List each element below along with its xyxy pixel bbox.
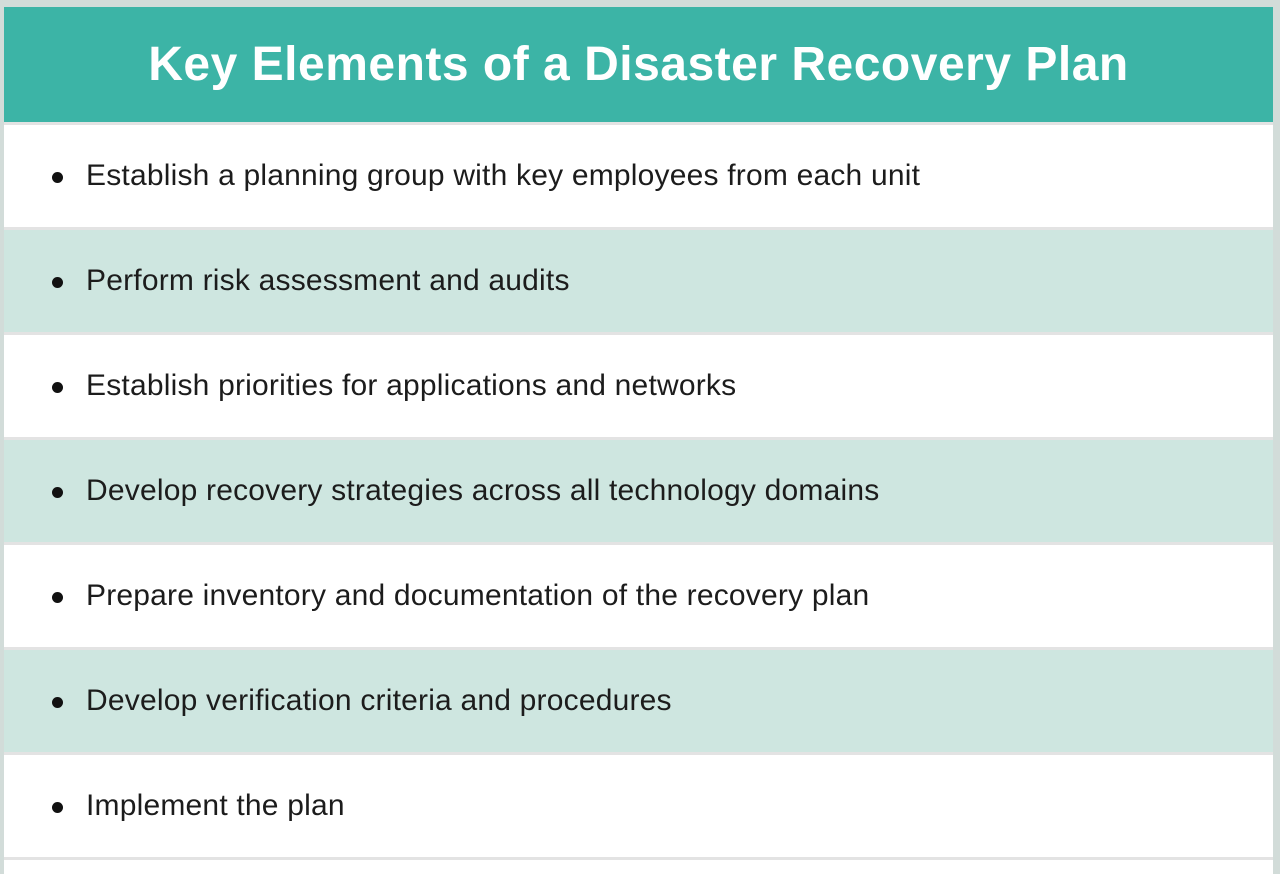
list-item-label: Perform risk assessment and audits (86, 264, 570, 297)
list-item-label: Establish a planning group with key empl… (86, 159, 921, 192)
bullet-icon (52, 696, 63, 708)
bullet-icon (52, 486, 63, 498)
bullet-icon (52, 381, 63, 393)
bullet-icon (52, 171, 63, 183)
page-title: Key Elements of a Disaster Recovery Plan (148, 38, 1129, 91)
list-item: Establish priorities for applications an… (4, 335, 1273, 440)
bullet-icon (52, 801, 63, 813)
list-item: Implement the plan (4, 755, 1273, 860)
list-item-label: Develop verification criteria and proced… (86, 684, 672, 717)
card-header: Key Elements of a Disaster Recovery Plan (4, 7, 1273, 125)
bullet-icon (52, 276, 63, 288)
list-item-label: Establish priorities for applications an… (86, 369, 737, 402)
list-item-label: Develop recovery strategies across all t… (86, 474, 880, 507)
list-item: Develop recovery strategies across all t… (4, 440, 1273, 545)
list-item: Develop verification criteria and proced… (4, 650, 1273, 755)
list-item: Establish a planning group with key empl… (4, 125, 1273, 230)
bullet-icon (52, 591, 63, 603)
list-item-label: Prepare inventory and documentation of t… (86, 579, 870, 612)
list-item: Perform risk assessment and audits (4, 230, 1273, 335)
list-item-partial (4, 860, 1273, 874)
list-item-label: Implement the plan (86, 789, 345, 822)
list-item: Prepare inventory and documentation of t… (4, 545, 1273, 650)
